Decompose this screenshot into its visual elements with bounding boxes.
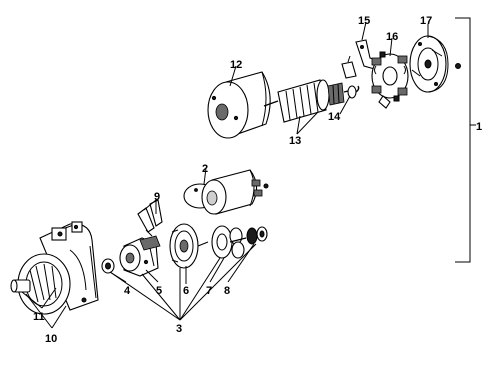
callout-2: 2: [202, 163, 208, 175]
callout-1: 1: [476, 121, 482, 133]
callout-14: 14: [328, 111, 341, 123]
callout-9: 9: [154, 191, 160, 203]
callout-8: 8: [224, 285, 230, 297]
yoke-housing: [207, 71, 271, 139]
callout-6: 6: [183, 285, 189, 297]
planetary-gears: [211, 225, 247, 259]
drive-housing: [17, 221, 99, 315]
callout-17: 17: [420, 15, 432, 27]
solenoid: [183, 169, 269, 215]
thrust-washer: [347, 85, 360, 99]
callout-7: 7: [206, 285, 212, 297]
callout-16: 16: [386, 31, 398, 43]
through-bolt: [455, 63, 461, 69]
callout-labels: 1 2 3 4 5 6 7 8 9 10 11 12 13 14 15 16 1…: [33, 15, 482, 345]
callout-11: 11: [33, 311, 45, 323]
callout-10: 10: [45, 333, 57, 345]
callout-12: 12: [230, 59, 242, 71]
front-bushing: [10, 279, 31, 293]
overrunning-clutch: [119, 235, 161, 277]
armature: [263, 79, 353, 123]
internal-gear: [246, 226, 268, 245]
callout-15: 15: [358, 15, 370, 27]
callout-4: 4: [124, 285, 131, 297]
assembly-bracket: [455, 17, 476, 263]
brush-holder: [371, 51, 409, 109]
rear-end-cover: [409, 35, 449, 93]
callout-3: 3: [176, 323, 182, 335]
callout-13: 13: [289, 135, 301, 147]
stop-ring: [101, 258, 115, 274]
center-bearing: [169, 223, 209, 269]
callout-5: 5: [156, 285, 162, 297]
leader-lines: [21, 21, 429, 329]
